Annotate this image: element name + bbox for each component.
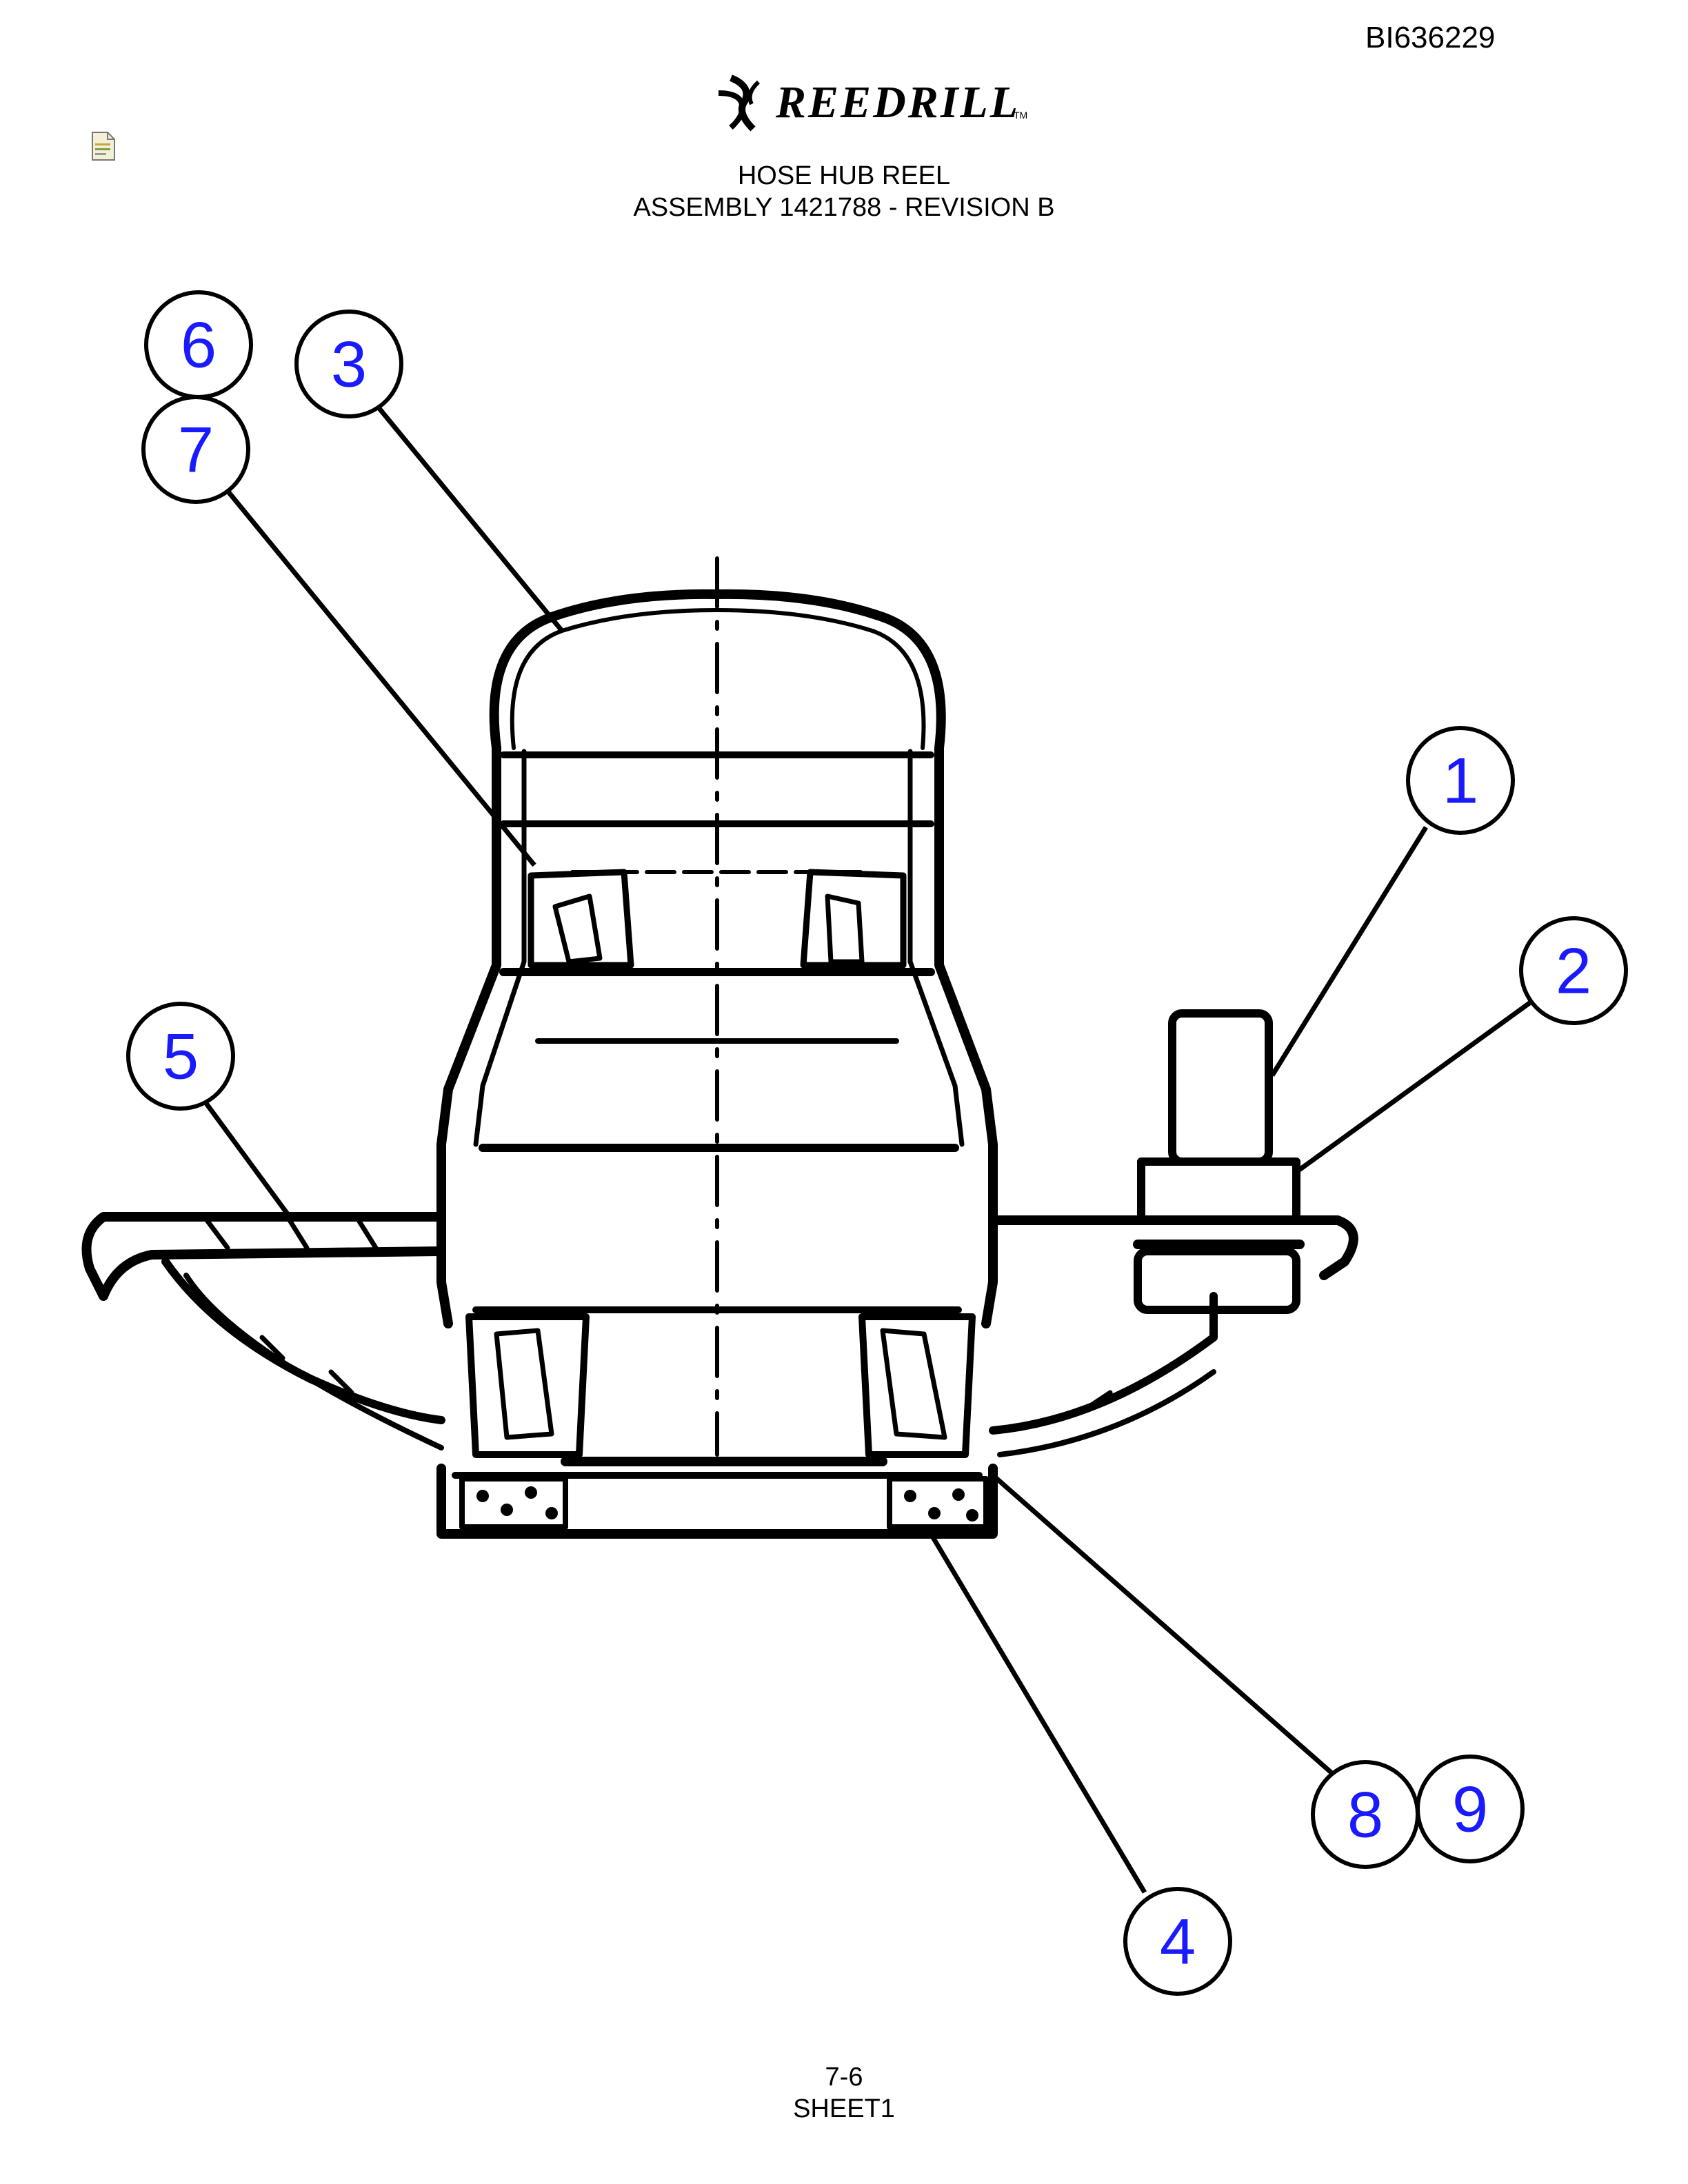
leader-7 xyxy=(225,489,536,867)
upper-bearing-right xyxy=(800,869,907,969)
dust-cap xyxy=(489,589,946,753)
callout-9[interactable]: 9 xyxy=(1416,1755,1525,1863)
reel-flange-left-rib xyxy=(183,1273,444,1450)
reel-flange-right-rib xyxy=(997,1369,1216,1457)
callout-7[interactable]: 7 xyxy=(141,395,250,504)
seal-right xyxy=(887,1476,989,1530)
upper-bearing-left xyxy=(528,869,634,969)
callout-label-8: 8 xyxy=(1347,1779,1383,1851)
leader-5 xyxy=(201,1098,292,1219)
lower-bearing-right-roller xyxy=(880,1328,947,1440)
brand-trademark: TM xyxy=(1014,110,1028,121)
seal-hatch xyxy=(476,1486,978,1521)
callout-2[interactable]: 2 xyxy=(1519,916,1628,1025)
dust-cap-inner xyxy=(510,608,926,750)
title-line-1: HOSE HUB REEL xyxy=(737,161,951,190)
callout-label-2: 2 xyxy=(1556,935,1591,1007)
reel-flange-left-web xyxy=(161,1257,445,1424)
footer: 7-6 SHEET1 xyxy=(0,2061,1688,2125)
upper-bearing-left-roller xyxy=(552,893,603,964)
leader-1 xyxy=(1270,826,1428,1077)
reel-flange-right-web xyxy=(989,1292,1218,1435)
callout-8[interactable]: 8 xyxy=(1311,1760,1420,1869)
sheet-label: SHEET1 xyxy=(793,2094,895,2123)
leader-lines xyxy=(201,405,1536,1894)
stud-shaft xyxy=(1168,1009,1273,1166)
callout-4[interactable]: 4 xyxy=(1123,1887,1232,1996)
lower-bearing-right xyxy=(858,1313,976,1458)
callout-3[interactable]: 3 xyxy=(294,310,403,418)
callout-label-5: 5 xyxy=(163,1020,199,1093)
reedrill-swirl-icon xyxy=(718,74,761,132)
callout-6[interactable]: 6 xyxy=(144,290,253,399)
upper-hub-inner xyxy=(473,749,965,1147)
title-block: HOSE HUB REEL ASSEMBLY 1421788 - REVISIO… xyxy=(0,160,1688,223)
lower-bearing-left-roller xyxy=(494,1328,554,1440)
leader-8 xyxy=(991,1473,1336,1777)
leader-4 xyxy=(928,1533,1147,1894)
stud-head xyxy=(1134,1247,1300,1314)
callout-5[interactable]: 5 xyxy=(126,1002,235,1111)
reel-flange-left xyxy=(81,1212,446,1301)
seal-left xyxy=(459,1476,568,1530)
reel-flange-right xyxy=(988,1215,1358,1280)
callout-1[interactable]: 1 xyxy=(1406,726,1515,835)
flange-hatch xyxy=(204,1217,1113,1409)
page-number: 7-6 xyxy=(825,2063,863,2092)
stud-nut xyxy=(1137,1157,1300,1224)
callout-label-4: 4 xyxy=(1160,1905,1196,1978)
upper-hub-body xyxy=(436,743,998,1328)
assembly-drawing xyxy=(81,556,1358,1539)
callout-label-6: 6 xyxy=(181,309,217,381)
callout-label-1: 1 xyxy=(1443,745,1478,817)
lower-bearing-left xyxy=(465,1313,590,1458)
callout-label-3: 3 xyxy=(331,328,367,401)
document-id: BI636229 xyxy=(1365,21,1496,54)
callout-label-7: 7 xyxy=(178,414,214,486)
callouts: 1 2 3 4 5 6 7 8 xyxy=(126,290,1628,1996)
leader-2 xyxy=(1294,998,1536,1174)
callout-label-9: 9 xyxy=(1452,1773,1488,1846)
brand-name: REEDRILL xyxy=(776,77,1021,128)
document-icon[interactable] xyxy=(90,131,117,161)
brand-logo: REEDRILL TM xyxy=(710,72,1034,134)
title-line-2: ASSEMBLY 1421788 - REVISION B xyxy=(633,193,1055,222)
hub-base xyxy=(436,1464,998,1539)
upper-bearing-right-roller xyxy=(825,893,865,964)
leader-3 xyxy=(376,405,564,633)
